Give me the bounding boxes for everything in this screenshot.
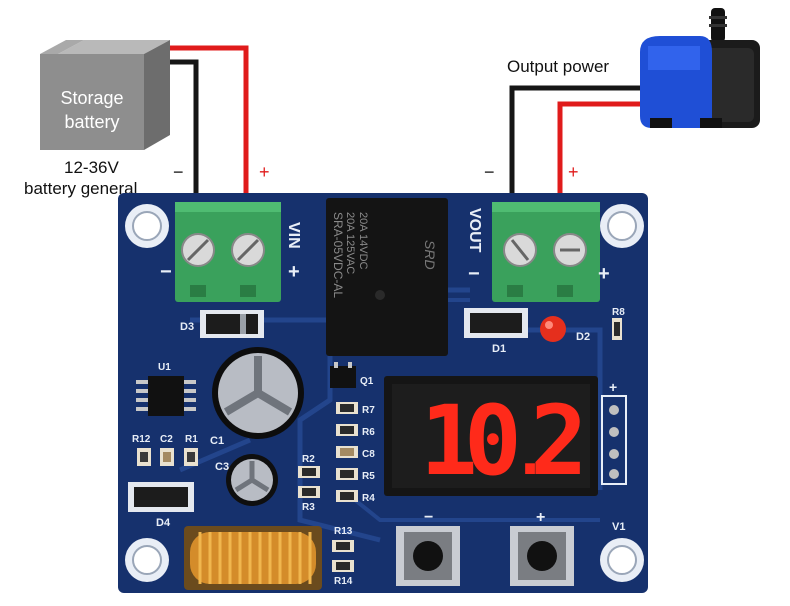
- voltage-label-line1: 12-36V: [64, 158, 119, 177]
- display-dot: .: [512, 419, 548, 489]
- output-plus-mark: +: [568, 162, 579, 182]
- ic-u1: [136, 376, 196, 416]
- seven-segment-display: 1 0 . 2: [384, 376, 598, 497]
- header-plus-mark: +: [609, 379, 617, 395]
- resistor-r13-r14: [332, 540, 354, 572]
- label-r1: R1: [185, 434, 198, 445]
- label-r12: R12: [132, 434, 151, 445]
- vin-label: VIN: [285, 222, 302, 249]
- label-c1: C1: [210, 435, 224, 447]
- capacitor-c3: [226, 454, 278, 506]
- relay-text-3: SRA-05VDC-AL: [331, 212, 345, 298]
- vout-label: VOUT: [466, 208, 483, 253]
- button-plus-mark: +: [536, 509, 545, 526]
- mounting-hole-bottom-right: [600, 538, 644, 582]
- display-digit-3: 2: [530, 385, 588, 497]
- relay: SRD 20A 14VDC 20A 125VAC SRA-05VDC-AL: [326, 198, 448, 356]
- voltage-label-line2: battery general: [24, 179, 137, 198]
- mounting-hole-bottom-left: [125, 538, 169, 582]
- capacitor-c1: [212, 347, 304, 439]
- label-v1: V1: [612, 521, 625, 533]
- input-plus-mark: +: [259, 162, 270, 182]
- diode-d1: [464, 308, 528, 338]
- battery-label-line1: Storage: [60, 88, 123, 108]
- push-button-plus[interactable]: [510, 526, 574, 586]
- label-r4: R4: [362, 493, 375, 504]
- output-terminal-block: [492, 202, 600, 302]
- output-power-label: Output power: [507, 57, 609, 76]
- storage-battery: Storage battery: [40, 40, 170, 150]
- label-c8: C8: [362, 449, 375, 460]
- label-d3: D3: [180, 321, 194, 333]
- label-r5: R5: [362, 471, 375, 482]
- diode-d4: [128, 482, 194, 512]
- label-r3: R3: [302, 502, 315, 513]
- vout-minus: −: [468, 263, 480, 285]
- transistor-q1: [330, 362, 356, 388]
- button-minus-mark: −: [424, 509, 433, 526]
- input-minus-mark: −: [173, 162, 184, 182]
- water-pump-image: [640, 8, 760, 128]
- resistor-r2-r3: [298, 466, 320, 498]
- relay-text-2: 20A 125VAC: [344, 212, 356, 274]
- header-pins: [601, 395, 627, 485]
- vin-plus: +: [288, 261, 300, 283]
- toroidal-inductor: [184, 526, 322, 590]
- diode-d3: [200, 310, 264, 338]
- label-d1: D1: [492, 343, 506, 355]
- label-r13: R13: [334, 526, 353, 537]
- label-r7: R7: [362, 405, 375, 416]
- display-digit-2: 0: [464, 385, 522, 497]
- mounting-holes: [125, 204, 644, 582]
- label-r2: R2: [302, 454, 315, 465]
- output-black-wire: [509, 85, 660, 210]
- push-button-minus[interactable]: [396, 526, 460, 586]
- mounting-hole-top-left: [125, 204, 169, 248]
- vout-plus: +: [598, 263, 610, 285]
- output-red-wire: [557, 101, 665, 210]
- resistor-column: [336, 402, 358, 502]
- label-u1: U1: [158, 362, 171, 373]
- input-terminal-block: [175, 202, 281, 302]
- label-c3: C3: [215, 461, 229, 473]
- label-c2: C2: [160, 434, 173, 445]
- smd-left-group: [137, 448, 198, 466]
- resistor-r8: [612, 318, 622, 340]
- label-r14: R14: [334, 576, 353, 587]
- relay-text-1: 20A 14VDC: [357, 212, 369, 270]
- battery-red-wire: [165, 45, 249, 210]
- label-r6: R6: [362, 427, 375, 438]
- display-digit-1: 1: [420, 385, 478, 497]
- vin-minus: −: [160, 261, 172, 283]
- label-d4: D4: [156, 517, 171, 529]
- relay-brand: SRD: [422, 240, 438, 270]
- mounting-hole-top-right: [600, 204, 644, 248]
- output-minus-mark: −: [484, 162, 495, 182]
- battery-label-line2: battery: [64, 112, 119, 132]
- label-q1: Q1: [360, 376, 374, 387]
- label-d2: D2: [576, 331, 590, 343]
- label-r8: R8: [612, 307, 625, 318]
- led-d2: [540, 316, 566, 342]
